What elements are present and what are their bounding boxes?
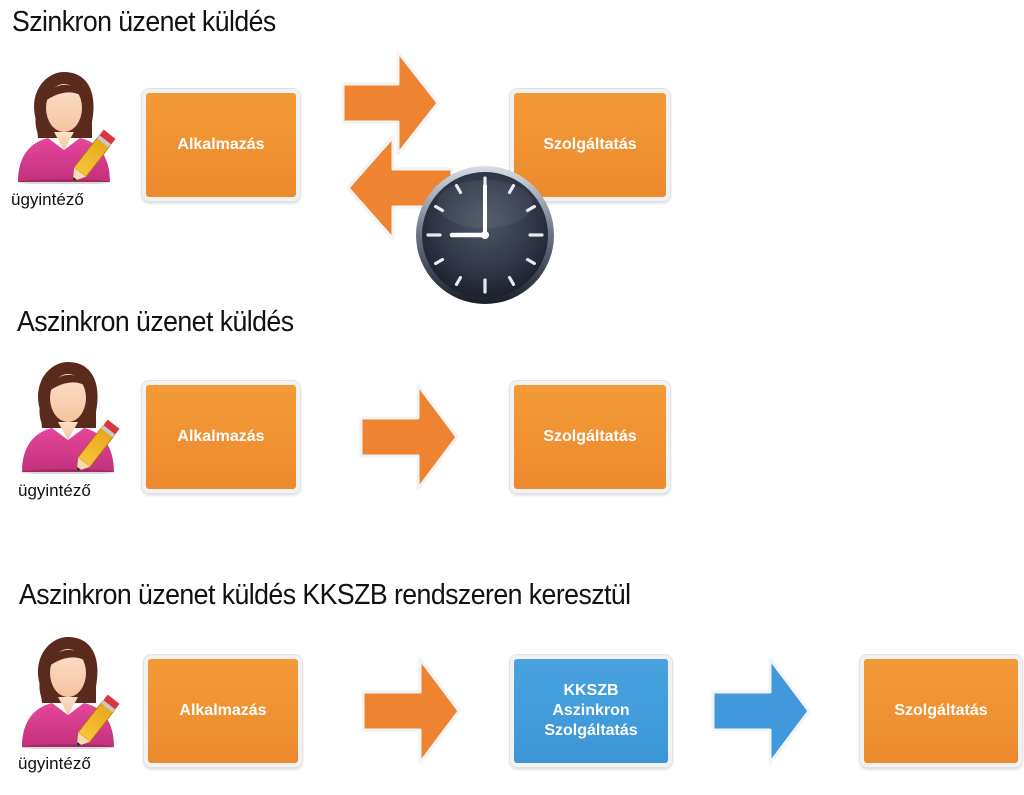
section-title-async: Aszinkron üzenet küldés	[17, 306, 294, 338]
service-box: Szolgáltatás	[510, 381, 670, 493]
service-box: Szolgáltatás	[860, 655, 1022, 767]
user-label: ügyintéző	[18, 754, 91, 773]
arrow-right-icon	[711, 657, 811, 765]
section-title-async-kkszb: Aszinkron üzenet küldés KKSZB rendszeren…	[19, 579, 631, 611]
user-with-pencil-icon	[18, 362, 120, 474]
kkszb-async-service-box: KKSZB Aszinkron Szolgáltatás	[510, 655, 672, 767]
user-label: ügyintéző	[11, 190, 84, 209]
arrow-right-icon	[359, 383, 459, 491]
arrow-right-icon	[361, 657, 461, 765]
application-box: Alkalmazás	[144, 655, 302, 767]
section-title-sync: Szinkron üzenet küldés	[12, 6, 276, 38]
user-label: ügyintéző	[18, 481, 91, 500]
application-box: Alkalmazás	[142, 381, 300, 493]
service-box: Szolgáltatás	[510, 89, 670, 201]
user-with-pencil-icon	[14, 72, 116, 184]
application-box: Alkalmazás	[142, 89, 300, 201]
user-with-pencil-icon	[18, 637, 120, 749]
clock-icon	[416, 166, 554, 304]
arrow-right-icon	[341, 50, 440, 156]
